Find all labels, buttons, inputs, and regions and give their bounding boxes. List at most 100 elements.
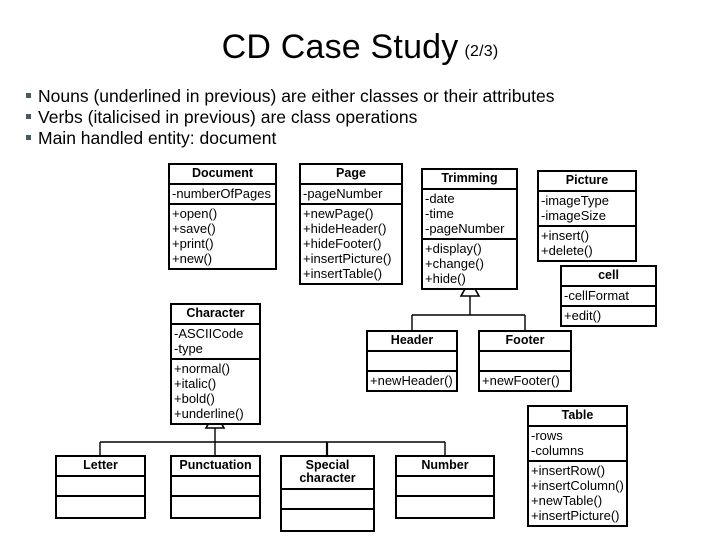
class-attributes <box>57 477 144 497</box>
operation: +insertTable() <box>303 266 383 281</box>
class-attributes: -imageType -imageSize <box>539 192 635 227</box>
uml-class-punctuation[interactable]: Punctuation <box>170 455 261 519</box>
class-operations: +insertRow() +insertColumn() +newTable()… <box>529 462 626 525</box>
operation: +save() <box>172 221 216 236</box>
operation: +newFooter() <box>482 373 560 388</box>
class-name: Header <box>368 332 456 352</box>
class-attributes: -ASCIICode -type <box>172 325 259 360</box>
operation: +insertPicture() <box>531 508 620 523</box>
class-operations <box>397 497 493 517</box>
operation: +insertPicture() <box>303 251 392 266</box>
class-operations: +open() +save() +print() +new() <box>170 205 275 268</box>
class-attributes <box>172 477 259 497</box>
uml-class-document[interactable]: Document -numberOfPages +open() +save() … <box>168 163 277 270</box>
attribute: -imageSize <box>541 208 607 223</box>
operation: +delete() <box>541 243 593 258</box>
list-item: Nouns (underlined in previous) are eithe… <box>26 86 706 107</box>
class-name: Picture <box>539 172 635 192</box>
list-item: Verbs (italicised in previous) are class… <box>26 107 706 128</box>
operation: +insert() <box>541 228 590 243</box>
uml-class-header[interactable]: Header +newHeader() <box>366 330 458 392</box>
operation: +underline() <box>174 406 244 421</box>
attribute: -type <box>174 341 203 356</box>
attribute: -time <box>425 206 454 221</box>
class-attributes <box>282 490 373 510</box>
class-attributes: -rows -columns <box>529 427 626 462</box>
class-attributes <box>368 352 456 372</box>
operation: +new() <box>172 251 213 266</box>
operation: +normal() <box>174 361 230 376</box>
class-attributes <box>480 352 570 372</box>
class-attributes: -date -time -pageNumber <box>423 190 516 240</box>
uml-class-picture[interactable]: Picture -imageType -imageSize +insert() … <box>537 170 637 262</box>
operation: +hideFooter() <box>303 236 382 251</box>
bullet-square-icon <box>26 114 31 119</box>
bullet-list: Nouns (underlined in previous) are eithe… <box>26 86 706 149</box>
class-operations: +newPage() +hideHeader() +hideFooter() +… <box>301 205 401 283</box>
operation: +newTable() <box>531 493 603 508</box>
attribute: -date <box>425 191 455 206</box>
class-name-line-1: Special <box>305 458 350 472</box>
class-attributes: -cellFormat <box>562 287 655 307</box>
class-operations: +edit() <box>562 307 655 325</box>
class-operations: +newHeader() <box>368 372 456 390</box>
class-attributes: -pageNumber <box>301 185 401 205</box>
attribute: -pageNumber <box>425 221 505 236</box>
class-name: cell <box>562 267 655 287</box>
attribute: -numberOfPages <box>172 186 271 201</box>
class-name: Page <box>301 165 401 185</box>
list-item: Main handled entity: document <box>26 128 706 149</box>
class-name: Letter <box>57 457 144 477</box>
class-attributes <box>397 477 493 497</box>
uml-class-special-character[interactable]: Special character <box>280 455 375 532</box>
attribute: -imageType <box>541 193 609 208</box>
list-item-label: Verbs (italicised in previous) are class… <box>38 107 418 127</box>
attribute: -cellFormat <box>564 288 630 303</box>
operation: +hide() <box>425 271 466 286</box>
bullet-square-icon <box>26 93 31 98</box>
class-name: Footer <box>480 332 570 352</box>
operation: +hideHeader() <box>303 221 387 236</box>
attribute: -ASCIICode <box>174 326 244 341</box>
operation: +newPage() <box>303 206 374 221</box>
operation: +bold() <box>174 391 215 406</box>
uml-class-letter[interactable]: Letter <box>55 455 146 519</box>
attribute: -columns <box>531 443 584 458</box>
generalization-character <box>99 410 446 455</box>
uml-class-table[interactable]: Table -rows -columns +insertRow() +inser… <box>527 405 628 527</box>
uml-class-page[interactable]: Page -pageNumber +newPage() +hideHeader(… <box>299 163 403 285</box>
attribute: -rows <box>531 428 563 443</box>
uml-class-character[interactable]: Character -ASCIICode -type +normal() +it… <box>170 303 261 425</box>
class-name: Table <box>529 407 626 427</box>
operation: +edit() <box>564 308 602 323</box>
class-operations: +display() +change() +hide() <box>423 240 516 288</box>
class-attributes: -numberOfPages <box>170 185 275 205</box>
list-item-label: Main handled entity: document <box>38 128 277 148</box>
class-name: Punctuation <box>172 457 259 477</box>
attribute: -pageNumber <box>303 186 383 201</box>
class-operations: +insert() +delete() <box>539 227 635 260</box>
page-title-text: CD Case Study <box>221 28 459 66</box>
class-name: Character <box>172 305 259 325</box>
class-operations <box>57 497 144 517</box>
class-operations: +normal() +italic() +bold() +underline() <box>172 360 259 423</box>
uml-class-footer[interactable]: Footer +newFooter() <box>478 330 572 392</box>
operation: +newHeader() <box>370 373 453 388</box>
operation: +change() <box>425 256 484 271</box>
uml-class-cell[interactable]: cell -cellFormat +edit() <box>560 265 657 327</box>
class-operations <box>282 510 373 530</box>
uml-class-trimming[interactable]: Trimming -date -time -pageNumber +displa… <box>421 168 518 290</box>
class-name: Trimming <box>423 170 516 190</box>
uml-class-number[interactable]: Number <box>395 455 495 519</box>
operation: +insertColumn() <box>531 478 624 493</box>
operation: +open() <box>172 206 218 221</box>
page-title: CD Case Study(2/3) <box>0 28 720 67</box>
operation: +display() <box>425 241 482 256</box>
class-name: Number <box>397 457 493 477</box>
operation: +insertRow() <box>531 463 606 478</box>
class-operations: +newFooter() <box>480 372 570 390</box>
class-name: Document <box>170 165 275 185</box>
class-name: Special character <box>282 457 373 490</box>
list-item-label: Nouns (underlined in previous) are eithe… <box>38 86 555 106</box>
